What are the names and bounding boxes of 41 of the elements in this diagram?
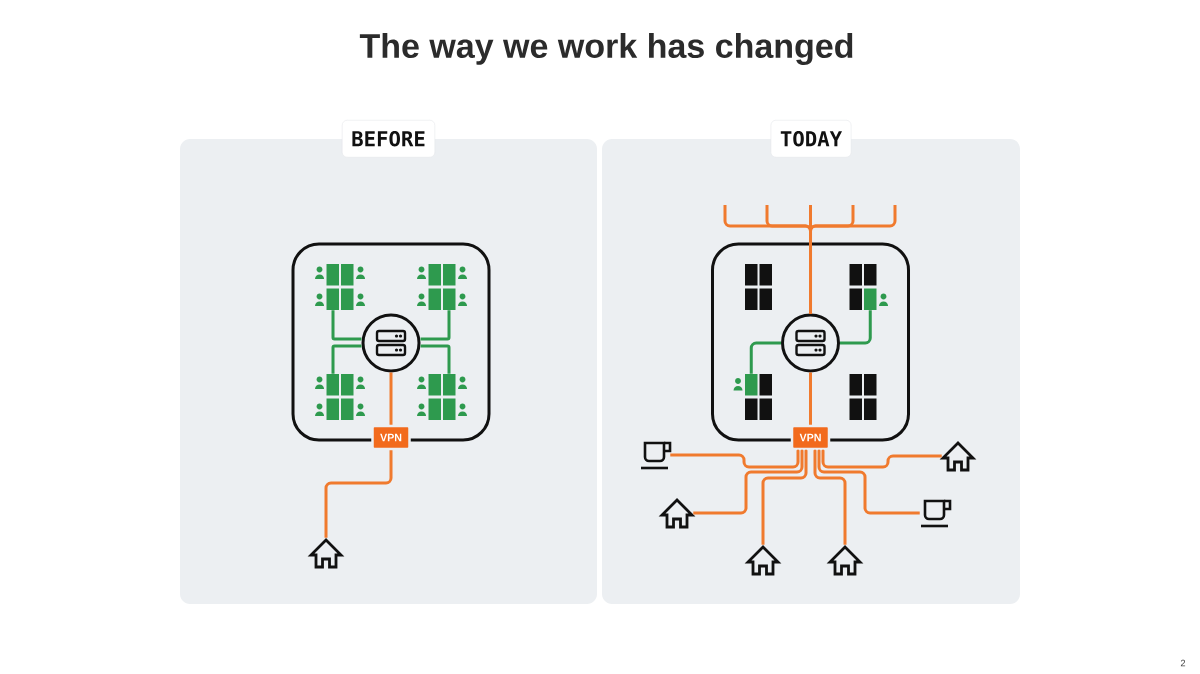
- panel-heading: TODAY: [770, 119, 852, 158]
- connector-line: [670, 450, 800, 469]
- cup-icon: [921, 499, 952, 528]
- desks-icon: [315, 374, 366, 420]
- connector-line: [840, 310, 872, 345]
- vpn-box: VPN: [790, 424, 831, 451]
- desks-icon: [417, 374, 468, 420]
- connector-line: [420, 344, 451, 374]
- connector-line: [331, 344, 362, 374]
- connector-line: [331, 310, 362, 341]
- house-icon: [744, 545, 782, 576]
- panel-heading: BEFORE: [341, 119, 436, 158]
- desks-icon: [849, 264, 889, 310]
- connector-line: [420, 310, 451, 341]
- house-icon: [939, 441, 977, 472]
- connector-line: [813, 450, 847, 545]
- desks-icon: [745, 264, 772, 310]
- connector-line: [389, 372, 393, 425]
- house-icon: [826, 545, 864, 576]
- title: The way we work has changed: [359, 33, 853, 65]
- connector-line: [761, 450, 808, 545]
- office-box: [291, 242, 491, 442]
- connector-line: [809, 205, 897, 314]
- server-icon: [781, 313, 840, 373]
- page-number: 2: [1180, 659, 1186, 667]
- connector-line: [749, 341, 781, 374]
- connector-line: [324, 450, 393, 538]
- cup-icon: [641, 441, 672, 470]
- connector-line: [809, 372, 812, 425]
- desks-icon: [417, 264, 468, 310]
- vpn-box: VPN: [371, 424, 411, 451]
- connector-line: [693, 450, 804, 515]
- house-icon: [658, 498, 696, 529]
- connector-line: [821, 450, 942, 469]
- office-box: [711, 242, 910, 442]
- desks-icon: [733, 374, 772, 420]
- desks-icon: [315, 264, 366, 310]
- house-icon: [307, 538, 345, 569]
- connector-line: [817, 450, 920, 515]
- desks-icon: [849, 374, 877, 420]
- server-icon: [361, 313, 421, 373]
